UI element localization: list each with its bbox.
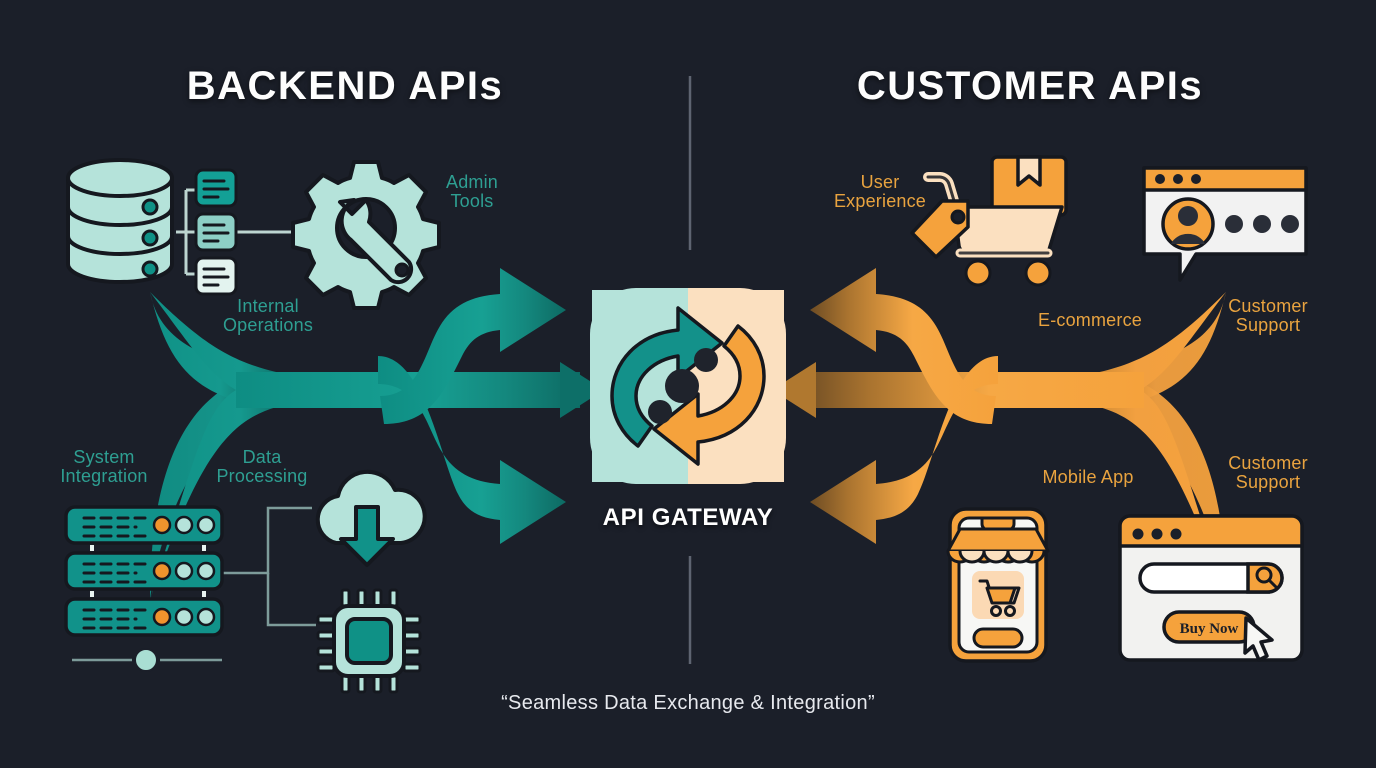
- cloud-download-icon: [315, 469, 427, 567]
- label-customer-support-top-line1: Customer: [1228, 296, 1308, 316]
- chat-support-window-icon: [1142, 166, 1308, 282]
- label-e-commerce: E-commerce: [1037, 310, 1142, 330]
- label-user-experience-line2: Experience: [833, 191, 927, 211]
- shopping-cart-icon: [910, 155, 1068, 287]
- label-data-processing-line1: Data: [242, 447, 282, 467]
- gear-wrench-icon: [291, 160, 441, 310]
- label-system-integration-line2: Integration: [60, 466, 148, 486]
- teal-flow-group: [150, 268, 604, 600]
- search-icon: [1255, 566, 1278, 589]
- label-customer-support-top-line2: Support: [1235, 315, 1301, 335]
- diagram-caption: “Seamless Data Exchange & Integration”: [501, 692, 875, 714]
- server-rack-icon: [64, 505, 224, 637]
- search-input[interactable]: [1138, 562, 1284, 594]
- label-internal-operations-line2: Operations: [222, 315, 314, 335]
- buy-now-button[interactable]: [1162, 610, 1256, 644]
- connector-lines: [176, 188, 302, 276]
- orange-flow-group: [772, 268, 1226, 600]
- cursor-arrow-icon: [1243, 616, 1274, 662]
- mobile-shop-icon: [946, 507, 1050, 663]
- right-title: CUSTOMER APIs: [856, 64, 1204, 108]
- price-tag-icon: [910, 199, 970, 259]
- api-gateway-label: API GATEWAY: [602, 504, 774, 531]
- label-customer-support-bottom-line1: Customer: [1228, 453, 1308, 473]
- node-dot: [134, 648, 158, 672]
- browser-window-icon[interactable]: [1116, 512, 1306, 664]
- label-admin-tools-line2: Tools: [450, 191, 494, 211]
- label-mobile-app: Mobile App: [1042, 467, 1134, 487]
- label-user-experience-line1: User: [860, 172, 900, 192]
- connector-lines-lower: [72, 506, 316, 662]
- label-customer-support-bottom-line2: Support: [1235, 472, 1301, 492]
- label-internal-operations-line1: Internal: [237, 296, 299, 316]
- label-system-integration-line1: System: [73, 447, 135, 467]
- left-title: BACKEND APIs: [186, 64, 504, 108]
- api-gateway-exchange-icon[interactable]: [586, 284, 790, 496]
- cpu-chip-icon: [316, 588, 422, 694]
- label-data-processing-line2: Processing: [216, 466, 308, 486]
- database-cylinder-icon: [66, 158, 174, 284]
- label-admin-tools-line1: Admin: [445, 172, 499, 192]
- document-card-icon: [194, 168, 238, 296]
